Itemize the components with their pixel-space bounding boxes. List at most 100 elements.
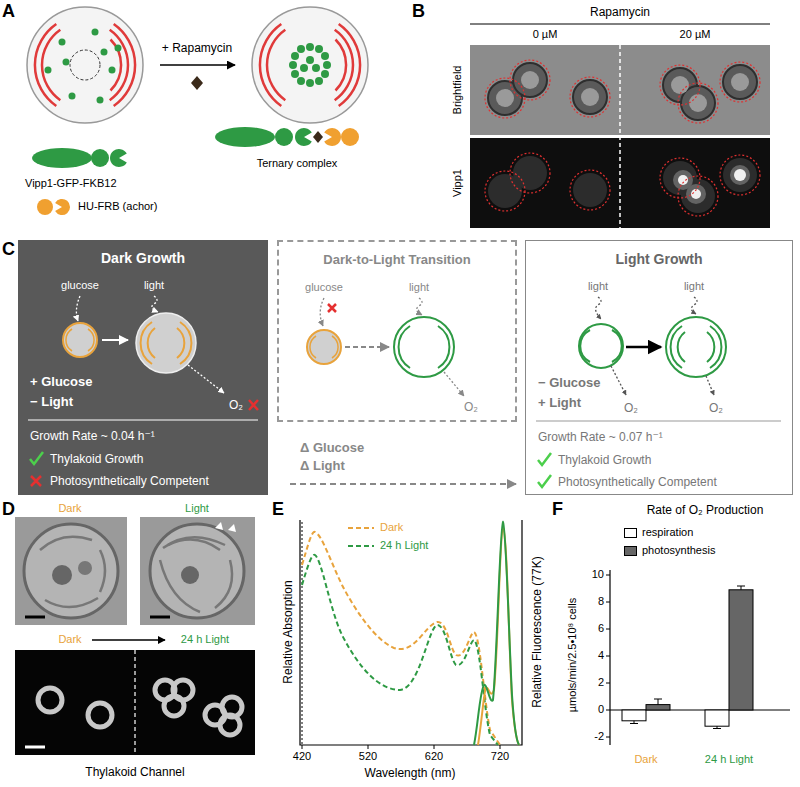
light-growth-drawing [611, 366, 626, 395]
construct-label: Ternary complex [257, 157, 338, 170]
em-images [40, 537, 92, 550]
dark-growth-drawing [152, 296, 158, 312]
panel-box: Dark GrowthglucoselightO₂+ Glucose− Ligh… [18, 240, 268, 495]
transition-drawing [444, 372, 464, 396]
panel-letter: E [272, 499, 284, 521]
cell-before [59, 39, 66, 46]
dark-growth-drawing [102, 339, 128, 341]
light-growth-drawing [612, 330, 622, 362]
cell-before [27, 7, 143, 123]
microscopy-images [513, 156, 547, 190]
ternary-complex [275, 128, 293, 146]
dark-growth-drawing [249, 400, 258, 410]
microscopy-images [470, 24, 770, 25]
cell-after [291, 52, 299, 60]
cell-after [291, 70, 299, 78]
transition-drawing [394, 317, 454, 377]
bar-chart [606, 710, 610, 711]
box-text: O₂ [229, 398, 243, 412]
transition-drawing [310, 336, 316, 358]
dark-growth-drawing [30, 452, 43, 464]
em-images [25, 746, 45, 749]
dark-growth-drawing [66, 329, 94, 351]
microscopy-images [686, 184, 706, 204]
panel-letter: D [2, 499, 15, 521]
em-images [24, 524, 118, 618]
microscopy-images [671, 76, 689, 94]
legend-text: Dark [380, 521, 403, 534]
construct-label: Vipp1-GFP-FKB12 [25, 177, 117, 190]
cell-before [109, 67, 116, 74]
bar-chart [646, 705, 670, 710]
microscopy-images [485, 78, 525, 118]
rapamycin-arrow [191, 76, 203, 90]
cell-after [252, 7, 368, 123]
microscopy-images [720, 62, 760, 102]
cell-after [297, 77, 305, 85]
microscopy-images [470, 24, 770, 228]
microscopy-images [720, 155, 760, 195]
cell-after [312, 64, 320, 72]
legend-swatch [624, 528, 637, 538]
box-text: light [588, 280, 608, 293]
tick-label: -2 [594, 730, 604, 743]
transition-drawing [417, 298, 422, 315]
microscopy-images [573, 80, 607, 114]
microscopy-images [689, 94, 707, 112]
spectra-plot [348, 527, 374, 529]
box-text: Photosynthetically Competent [558, 475, 717, 489]
microscopy-images [660, 158, 700, 198]
panel-letter: C [2, 239, 15, 261]
microscopy-images [678, 169, 746, 199]
em-images [215, 522, 236, 532]
transition-drawing [310, 336, 338, 358]
legend-swatch [624, 546, 637, 556]
panel-box: Dark-to-Light TransitionglucoselightO₂ [277, 240, 517, 422]
panel-box: Light GrowthlightlightO₂O₂− Glucose+ Lig… [525, 240, 793, 495]
box-text: Dark Growth [101, 250, 185, 267]
light-growth-drawing [538, 453, 551, 465]
light-growth-drawing [666, 317, 726, 377]
tick-label: 620 [425, 750, 443, 763]
bar-chart [630, 721, 638, 724]
cell-before [45, 29, 122, 104]
dark-growth-drawing [66, 329, 72, 351]
box-text: Dark-to-Light Transition [323, 252, 470, 268]
light-growth-drawing [626, 346, 661, 349]
microscopy-images [734, 169, 746, 181]
ternary-complex [341, 128, 359, 146]
light-growth-drawing [579, 324, 623, 368]
spectra-plot [434, 745, 435, 749]
vipp1-construct [32, 148, 127, 168]
cell-before [63, 59, 70, 66]
cell-after [323, 61, 331, 69]
dark-growth-drawing [63, 323, 97, 357]
microscopy-images [485, 171, 525, 211]
em-images [140, 517, 255, 625]
panel-letter: A [2, 1, 15, 23]
bar-chart [737, 586, 745, 590]
em-images [160, 560, 200, 612]
channel-label: Thylakoid Channel [85, 765, 184, 779]
condition-label: 20 µM [680, 28, 711, 41]
tick-label: 520 [359, 750, 377, 763]
axis-title: µmols/min/2.5•10⁸ cells [566, 598, 579, 712]
cell-after [336, 40, 347, 91]
light-growth-drawing [596, 297, 601, 319]
em-images [100, 550, 105, 592]
cell-after [321, 52, 329, 60]
bar-chart [606, 629, 610, 630]
cell-after [289, 43, 331, 87]
spectra-plot [474, 522, 519, 745]
cell-after [315, 77, 323, 85]
box-text: glucose [61, 279, 99, 292]
microscopy-images [513, 63, 547, 97]
box-text: O₂ [464, 400, 478, 414]
box-text: O₂ [624, 401, 638, 415]
condition-label: Light [185, 502, 209, 515]
box-text: Growth Rate ~ 0.04 h⁻¹ [30, 429, 155, 443]
microscopy-images [485, 60, 760, 216]
em-images [15, 517, 255, 755]
spectra-plot [302, 745, 303, 749]
cell-before [101, 49, 108, 56]
